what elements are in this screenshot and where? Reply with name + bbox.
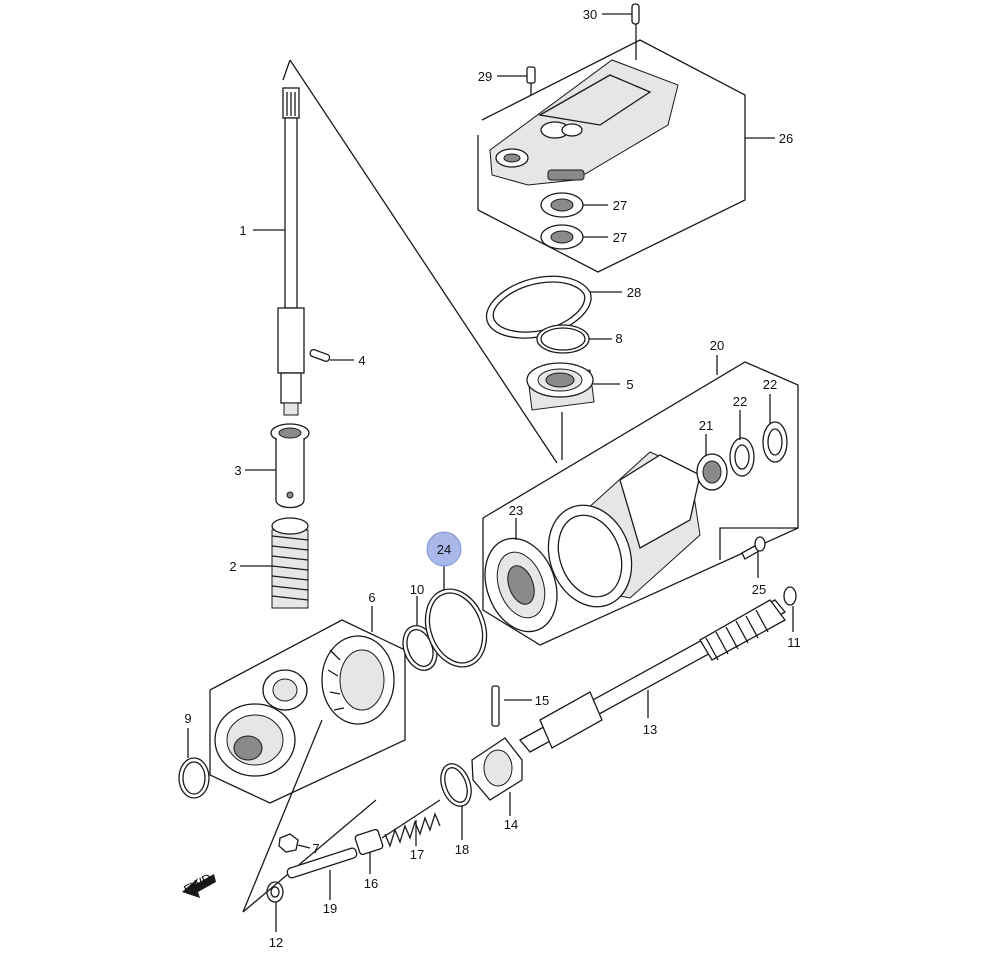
gear-assembly-group [209, 619, 406, 804]
part-label-25[interactable]: 25 [752, 582, 766, 597]
part-label-27b[interactable]: 27 [613, 230, 627, 245]
part-label-14[interactable]: 14 [504, 817, 518, 832]
gasket-and-bearing-group [485, 275, 595, 460]
part-label-28[interactable]: 28 [627, 285, 641, 300]
part-label-23[interactable]: 23 [509, 503, 523, 518]
part-label-8[interactable]: 8 [615, 331, 622, 346]
part-label-11[interactable]: 11 [787, 635, 801, 650]
part-label-12[interactable]: 12 [269, 935, 283, 950]
drive-shaft-group [270, 87, 331, 609]
part-label-16[interactable]: 16 [364, 876, 378, 891]
fwd-arrow-icon: FWD [181, 870, 216, 898]
part-label-20[interactable]: 20 [710, 338, 724, 353]
o-rings-group [402, 588, 488, 671]
highlight-marker[interactable] [426, 531, 462, 567]
part-label-18[interactable]: 18 [455, 842, 469, 857]
shift-rod-group [278, 799, 441, 879]
part-label-27a[interactable]: 27 [613, 198, 627, 213]
part-label-6[interactable]: 6 [368, 590, 375, 605]
part-label-26[interactable]: 26 [779, 131, 793, 146]
part-label-4[interactable]: 4 [358, 353, 365, 368]
part-label-13[interactable]: 13 [643, 722, 657, 737]
part-label-2[interactable]: 2 [229, 559, 236, 574]
part-label-17[interactable]: 17 [410, 847, 424, 862]
part-label-10[interactable]: 10 [410, 582, 424, 597]
part-label-9[interactable]: 9 [184, 711, 191, 726]
part-label-7[interactable]: 7 [312, 841, 319, 856]
part-label-21[interactable]: 21 [699, 418, 713, 433]
part-label-15[interactable]: 15 [535, 693, 549, 708]
part-label-1[interactable]: 1 [239, 223, 246, 238]
part-label-19[interactable]: 19 [323, 901, 337, 916]
plate-assembly-group [477, 3, 746, 273]
housing-assembly-group [482, 361, 799, 646]
part-label-30[interactable]: 30 [583, 7, 597, 22]
part-labels: 1 2 3 4 5 6 7 8 9 10 11 12 13 14 15 16 1… [184, 7, 800, 950]
part-label-22a[interactable]: 22 [733, 394, 747, 409]
part-label-29[interactable]: 29 [478, 69, 492, 84]
part-label-3[interactable]: 3 [234, 463, 241, 478]
part-label-24[interactable]: 24 [437, 542, 451, 557]
leader-lines [187, 13, 794, 932]
part-label-5[interactable]: 5 [626, 377, 633, 392]
propeller-shaft-group [440, 586, 797, 807]
part-label-22b[interactable]: 22 [763, 377, 777, 392]
